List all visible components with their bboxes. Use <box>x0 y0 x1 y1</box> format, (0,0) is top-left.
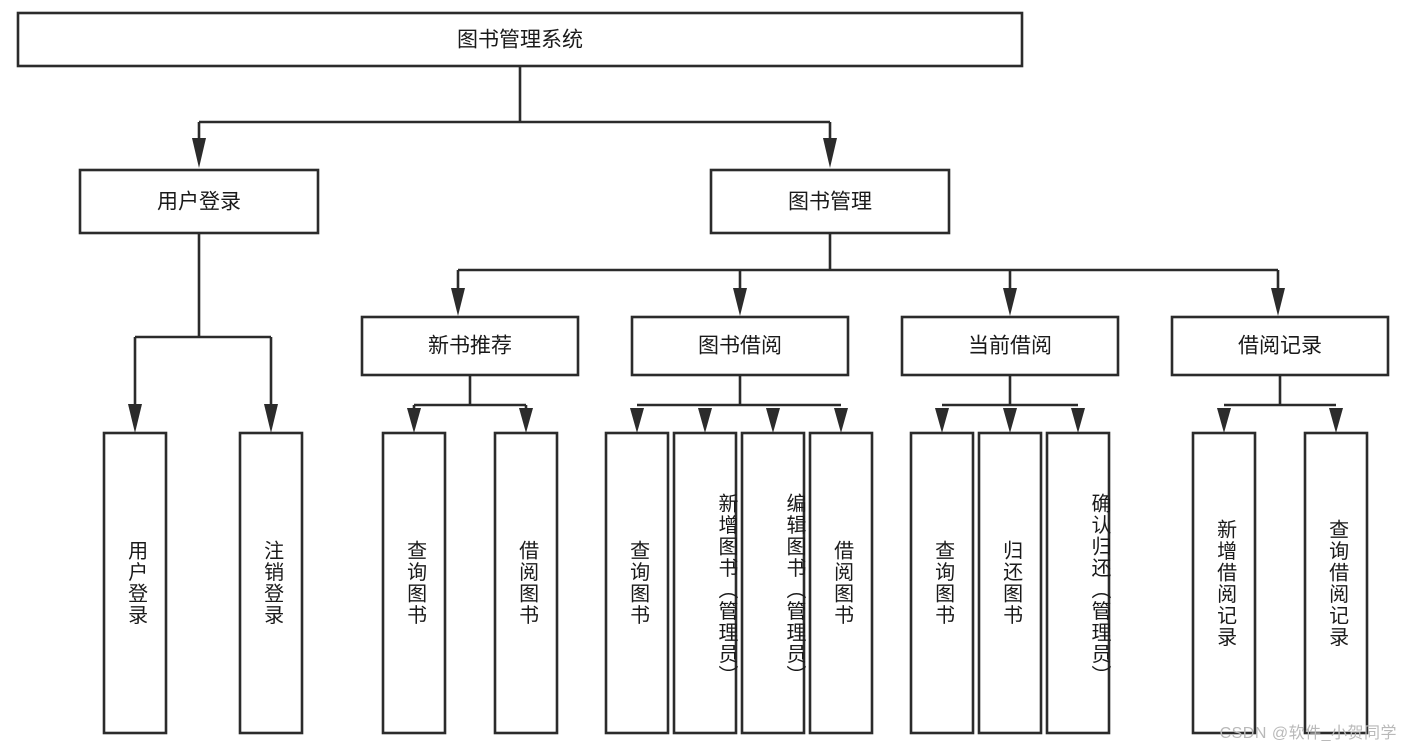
node-root-box[interactable] <box>16 11 1024 68</box>
arrow-head-icon <box>1003 288 1017 316</box>
arrow-head-icon <box>1217 408 1231 433</box>
leaf-box-query-book-1[interactable] <box>381 431 447 735</box>
watermark-text: CSDN @软件_小贺同学 <box>1219 725 1397 742</box>
leaf-box-confirm-return[interactable] <box>1045 431 1111 735</box>
leaf-box-query-book-3[interactable] <box>909 431 975 735</box>
node-user-login[interactable]: 用户登录 <box>78 168 320 235</box>
node-user-login-label: 用户登录 <box>157 191 241 214</box>
node-current-borrow[interactable]: 当前借阅 <box>900 315 1120 377</box>
node-book-management-box[interactable] <box>709 168 951 235</box>
node-book-management-label: 图书管理 <box>788 191 872 214</box>
arrow-head-icon <box>733 288 747 316</box>
arrow-head-icon <box>1329 408 1343 433</box>
node-current-borrow-label: 当前借阅 <box>968 335 1052 358</box>
node-book-borrow-label: 图书借阅 <box>698 335 782 358</box>
node-new-book-recommend-label: 新书推荐 <box>428 335 512 358</box>
arrow-head-icon <box>698 408 712 433</box>
node-root-label: 图书管理系统 <box>457 29 583 52</box>
arrow-head-icon <box>264 404 278 433</box>
node-borrow-record-box[interactable] <box>1170 315 1390 377</box>
arrow-head-icon <box>1071 408 1085 433</box>
arrow-head-icon <box>766 408 780 433</box>
leaf-box-edit-book[interactable] <box>740 431 806 735</box>
node-current-borrow-box[interactable] <box>900 315 1120 377</box>
node-borrow-record-label: 借阅记录 <box>1238 335 1322 358</box>
arrow-head-icon <box>192 138 206 168</box>
node-book-management[interactable]: 图书管理 <box>709 168 951 235</box>
node-borrow-record[interactable]: 借阅记录 <box>1170 315 1390 377</box>
leaf-box-return-book[interactable] <box>977 431 1043 735</box>
leaf-box-query-record[interactable] <box>1303 431 1369 735</box>
arrow-head-icon <box>128 404 142 433</box>
node-book-borrow-box[interactable] <box>630 315 850 377</box>
leaf-box-logout[interactable] <box>238 431 304 735</box>
leaf-box-query-book-2[interactable] <box>604 431 670 735</box>
node-root[interactable]: 图书管理系统 <box>16 11 1024 68</box>
arrow-head-icon <box>834 408 848 433</box>
arrow-head-icon <box>519 408 533 433</box>
arrow-head-icon <box>451 288 465 316</box>
leaf-box-add-book[interactable] <box>672 431 738 735</box>
leaf-box-borrow-book-1[interactable] <box>493 431 559 735</box>
node-new-book-recommend[interactable]: 新书推荐 <box>360 315 580 377</box>
arrow-head-icon <box>630 408 644 433</box>
leaf-box-add-record[interactable] <box>1191 431 1257 735</box>
arrow-head-icon <box>1271 288 1285 316</box>
leaf-box-borrow-book-2[interactable] <box>808 431 874 735</box>
arrow-head-icon <box>823 138 837 168</box>
node-new-book-recommend-box[interactable] <box>360 315 580 377</box>
arrow-head-icon <box>935 408 949 433</box>
arrow-head-icon <box>1003 408 1017 433</box>
arrow-head-icon <box>407 408 421 433</box>
leaf-box-user-login[interactable] <box>102 431 168 735</box>
node-book-borrow[interactable]: 图书借阅 <box>630 315 850 377</box>
